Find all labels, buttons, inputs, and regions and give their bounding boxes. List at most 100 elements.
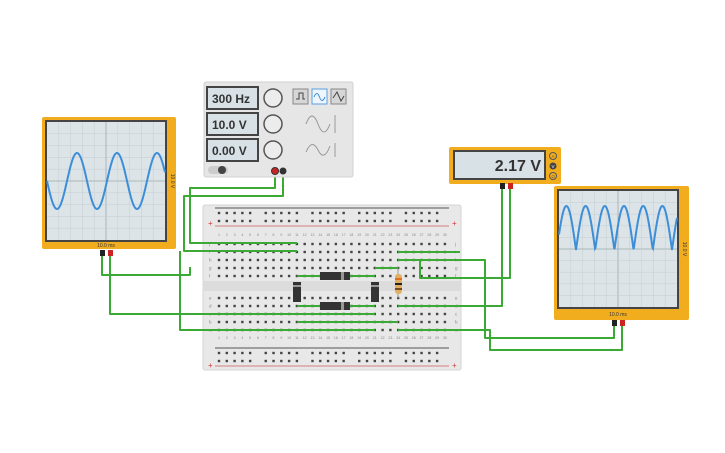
breadboard-hole[interactable]	[256, 320, 260, 324]
amplitude-display[interactable]	[206, 112, 259, 136]
breadboard-hole[interactable]	[225, 258, 228, 262]
diode[interactable]	[320, 272, 350, 280]
breadboard-hole[interactable]	[365, 219, 369, 223]
diode[interactable]	[371, 282, 379, 302]
breadboard-hole[interactable]	[225, 296, 228, 300]
breadboard-hole[interactable]	[280, 258, 283, 262]
breadboard-hole[interactable]	[287, 320, 291, 324]
breadboard-hole[interactable]	[217, 211, 221, 215]
breadboard-hole[interactable]	[303, 266, 306, 270]
breadboard-hole[interactable]	[404, 296, 408, 300]
breadboard-hole[interactable]	[334, 211, 338, 215]
breadboard-hole[interactable]	[287, 266, 291, 270]
breadboard-hole[interactable]	[373, 211, 376, 215]
breadboard-hole[interactable]	[389, 312, 392, 316]
breadboard-hole[interactable]	[280, 211, 283, 215]
breadboard-hole[interactable]	[381, 258, 384, 262]
breadboard-hole[interactable]	[295, 304, 299, 308]
breadboard-hole[interactable]	[443, 312, 447, 316]
breadboard-hole[interactable]	[334, 258, 338, 262]
breadboard-hole[interactable]	[334, 359, 338, 363]
function-generator[interactable]: 300 Hz 10.0 V 0.00 V	[203, 81, 354, 178]
breadboard-hole[interactable]	[303, 258, 306, 262]
breadboard-hole[interactable]	[358, 351, 361, 355]
breadboard-hole[interactable]	[248, 296, 252, 300]
breadboard-hole[interactable]	[428, 320, 431, 324]
breadboard-hole[interactable]	[381, 274, 384, 278]
breadboard-hole[interactable]	[241, 359, 244, 363]
offset-knob[interactable]	[263, 140, 283, 160]
breadboard-hole[interactable]	[350, 250, 353, 254]
breadboard-hole[interactable]	[412, 211, 415, 215]
breadboard-hole[interactable]	[365, 211, 369, 215]
wire[interactable]	[398, 186, 511, 279]
breadboard-hole[interactable]	[326, 219, 330, 223]
breadboard-hole[interactable]	[404, 274, 408, 278]
breadboard-hole[interactable]	[365, 296, 369, 300]
breadboard-hole[interactable]	[319, 359, 322, 363]
amplitude-knob[interactable]	[263, 114, 283, 134]
negative-probe-terminal[interactable]	[100, 250, 105, 256]
breadboard-hole[interactable]	[334, 250, 338, 254]
breadboard-hole[interactable]	[396, 242, 400, 246]
breadboard-hole[interactable]	[287, 219, 291, 223]
breadboard-hole[interactable]	[334, 296, 338, 300]
positive-probe-terminal[interactable]	[508, 183, 513, 189]
breadboard-hole[interactable]	[412, 320, 415, 324]
breadboard-hole[interactable]	[334, 351, 338, 355]
breadboard-hole[interactable]	[404, 242, 408, 246]
breadboard-hole[interactable]	[428, 312, 431, 316]
square-wave-icon[interactable]	[292, 88, 309, 105]
breadboard-hole[interactable]	[264, 359, 267, 363]
breadboard-hole[interactable]	[225, 320, 228, 324]
breadboard-hole[interactable]	[319, 211, 322, 215]
breadboard-hole[interactable]	[389, 296, 392, 300]
breadboard-hole[interactable]	[225, 359, 228, 363]
breadboard-hole[interactable]	[428, 296, 431, 300]
breadboard-hole[interactable]	[233, 258, 236, 262]
breadboard-hole[interactable]	[435, 312, 439, 316]
breadboard-hole[interactable]	[319, 250, 322, 254]
breadboard-hole[interactable]	[241, 258, 244, 262]
breadboard-hole[interactable]	[256, 304, 260, 308]
breadboard-hole[interactable]	[217, 274, 221, 278]
breadboard-hole[interactable]	[311, 211, 314, 215]
breadboard-hole[interactable]	[389, 304, 392, 308]
breadboard-hole[interactable]	[428, 242, 431, 246]
breadboard-hole[interactable]	[280, 351, 283, 355]
breadboard-hole[interactable]	[287, 296, 291, 300]
breadboard-hole[interactable]	[342, 242, 345, 246]
breadboard-hole[interactable]	[264, 320, 267, 324]
breadboard-hole[interactable]	[256, 266, 260, 270]
breadboard-hole[interactable]	[428, 219, 431, 223]
breadboard-hole[interactable]	[272, 274, 275, 278]
breadboard-hole[interactable]	[311, 296, 314, 300]
breadboard-hole[interactable]	[435, 211, 439, 215]
breadboard-hole[interactable]	[381, 242, 384, 246]
diode[interactable]	[320, 302, 350, 310]
breadboard-hole[interactable]	[404, 320, 408, 324]
breadboard-hole[interactable]	[241, 274, 244, 278]
breadboard-hole[interactable]	[420, 312, 423, 316]
breadboard-hole[interactable]	[443, 274, 447, 278]
breadboard-hole[interactable]	[420, 351, 423, 355]
breadboard-hole[interactable]	[225, 304, 228, 308]
breadboard-hole[interactable]	[350, 266, 353, 270]
breadboard-hole[interactable]	[373, 242, 376, 246]
breadboard-hole[interactable]	[428, 266, 431, 270]
negative-probe-terminal[interactable]	[612, 320, 617, 326]
breadboard-hole[interactable]	[373, 258, 376, 262]
breadboard-hole[interactable]	[311, 250, 314, 254]
breadboard-hole[interactable]	[420, 359, 423, 363]
breadboard-hole[interactable]	[420, 266, 423, 270]
breadboard-hole[interactable]	[326, 351, 330, 355]
resistor[interactable]	[395, 268, 402, 298]
breadboard-hole[interactable]	[420, 219, 423, 223]
breadboard-hole[interactable]	[295, 258, 299, 262]
breadboard-hole[interactable]	[233, 351, 236, 355]
breadboard-hole[interactable]	[381, 211, 384, 215]
breadboard-hole[interactable]	[319, 219, 322, 223]
positive-terminal[interactable]	[271, 167, 279, 175]
